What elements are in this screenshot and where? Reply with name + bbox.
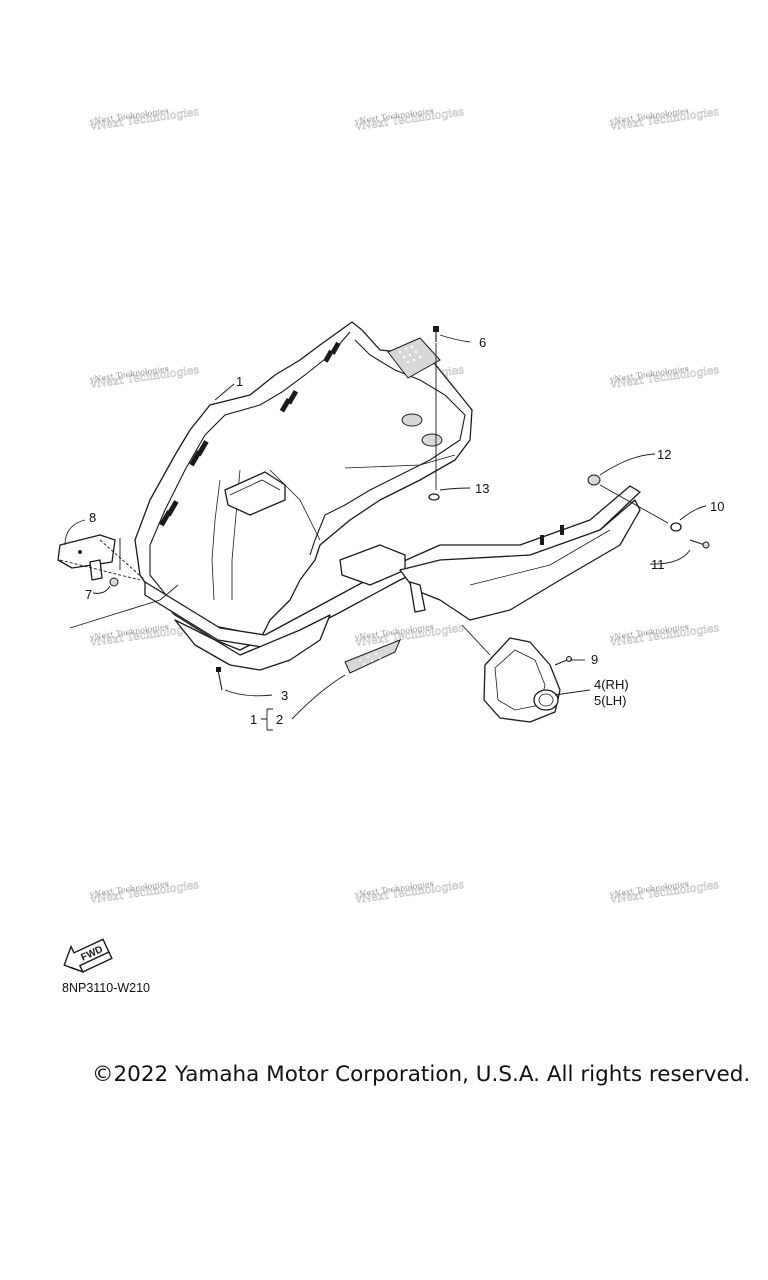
- callout-1-bracket: 1: [250, 712, 257, 727]
- copyright-notice: ©2022 Yamaha Motor Corporation, U.S.A. A…: [92, 1062, 751, 1087]
- callout-10: 10: [710, 499, 724, 514]
- callout-6: 6: [479, 335, 486, 350]
- lower-decal-plate: [344, 639, 401, 674]
- callout-bracket: [261, 708, 273, 731]
- callout-labels: 1 6 13 12 10 11 8 7 9 4(RH) 5(LH) 3 1 2: [85, 335, 724, 731]
- top-decal: [387, 337, 441, 379]
- leader-lines: [59, 334, 707, 720]
- callout-4-rh: 4(RH): [594, 677, 629, 692]
- fwd-arrow-icon: FWD: [63, 938, 113, 974]
- duct-part: [483, 637, 561, 723]
- fwd-label: FWD: [79, 944, 104, 964]
- diagram-code: 8NP3110-W210: [62, 981, 151, 995]
- front-cover-part: [134, 321, 641, 671]
- callout-1: 1: [236, 374, 243, 389]
- callout-9: 9: [591, 652, 598, 667]
- callout-11: 11: [651, 557, 665, 572]
- callout-5-lh: 5(LH): [594, 693, 627, 708]
- callout-12: 12: [657, 447, 671, 462]
- callout-2: 2: [276, 712, 283, 727]
- side-bracket-part: [57, 534, 116, 581]
- callout-13: 13: [475, 481, 489, 496]
- callout-3: 3: [281, 688, 288, 703]
- fasteners: [109, 326, 710, 691]
- callout-8: 8: [89, 510, 96, 525]
- vent-slots: [159, 341, 341, 527]
- callout-7: 7: [85, 587, 92, 602]
